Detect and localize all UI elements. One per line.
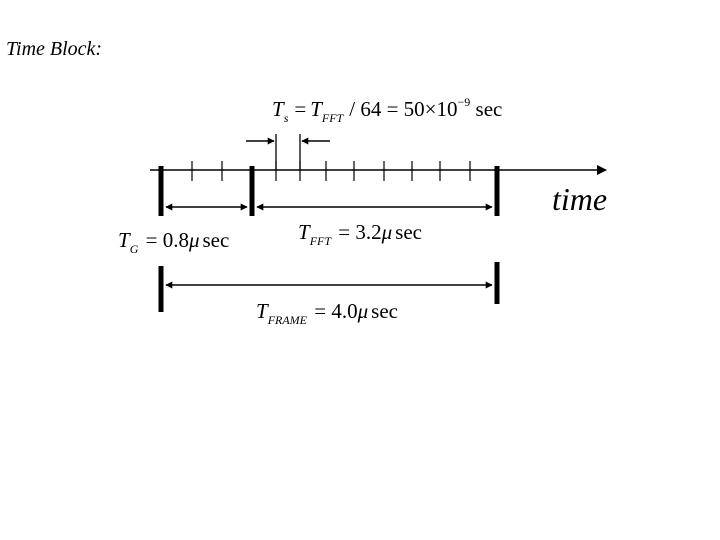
ts-equation: Ts=TFFT/ 64 = 50×10−9 sec	[272, 95, 502, 125]
sample-ticks	[191, 161, 471, 181]
slide-title: Time Block:	[6, 38, 103, 60]
time-axis-label: time	[552, 181, 607, 217]
